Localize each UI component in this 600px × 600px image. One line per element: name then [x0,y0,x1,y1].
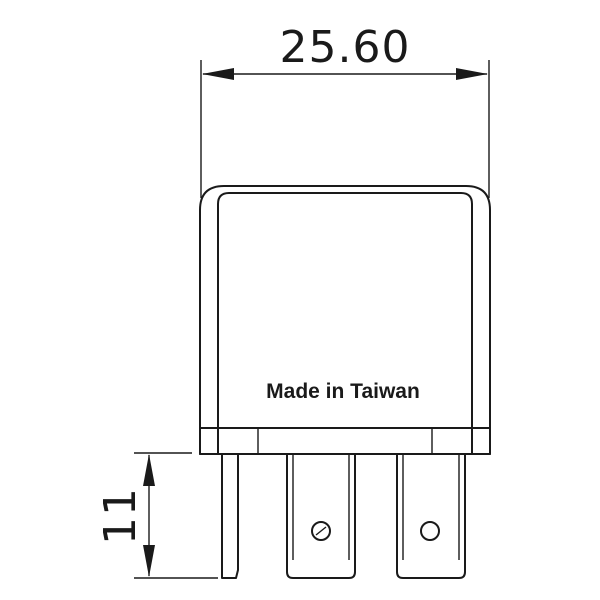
terminal-right [396,453,466,579]
height-dimension-label: 11 [95,487,146,545]
height-dimension: 11 [95,452,218,579]
relay-body: Made in Taiwan [199,185,491,455]
width-dimension-label: 25.60 [280,22,411,73]
width-dimension: 25.60 [200,22,490,198]
terminal-middle [286,453,356,579]
width-arrow-left [202,68,234,80]
width-arrow-right [456,68,488,80]
relay-marking: Made in Taiwan [266,380,420,403]
terminal-middle-hole [311,521,331,541]
terminal-right-hole [420,521,440,541]
pin-left [221,453,239,579]
height-arrow-top [143,454,155,486]
height-arrow-bottom [143,545,155,577]
